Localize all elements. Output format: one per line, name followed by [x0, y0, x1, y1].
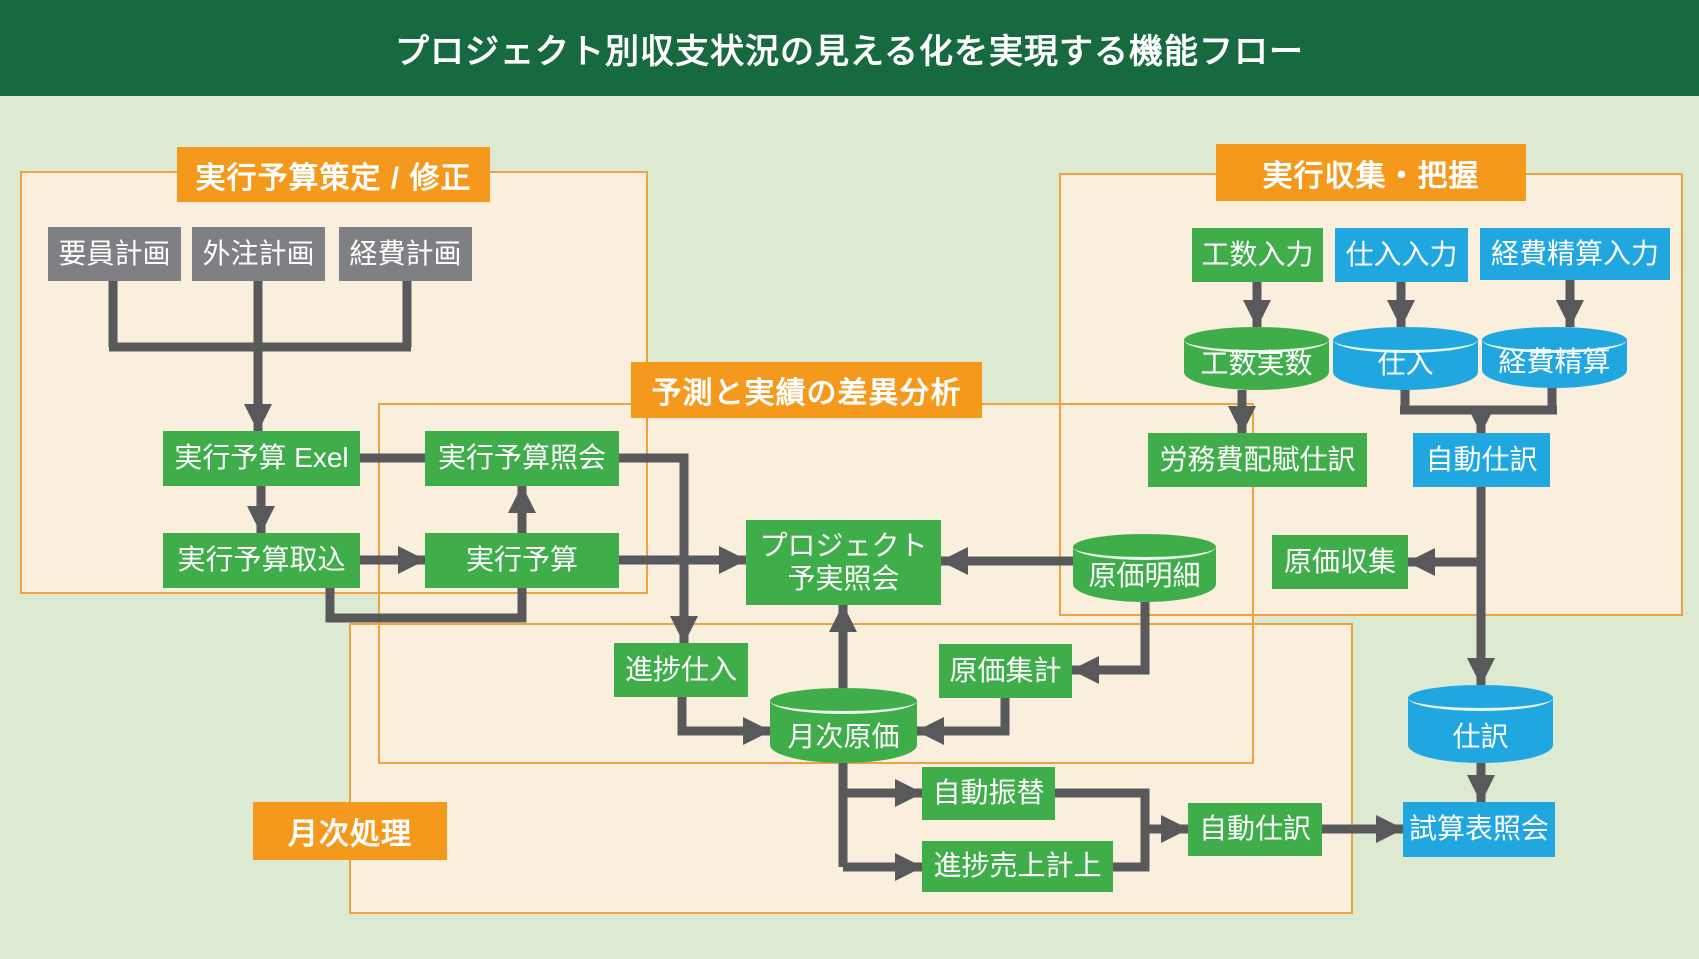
node-cost-aggregation: 原価集計 — [939, 644, 1072, 698]
node-auto-transfer: 自動振替 — [922, 767, 1055, 820]
node-cost-collection: 原価収集 — [1272, 535, 1408, 589]
cylinder-top — [1408, 685, 1553, 711]
node-personnel-plan: 要員計画 — [48, 227, 181, 281]
cylinder-top — [770, 688, 917, 714]
node-expense-plan: 経費計画 — [339, 227, 472, 281]
database-monthly-cost: 月次原価 — [770, 688, 917, 763]
cylinder-top — [1333, 327, 1478, 353]
node-exec-budget-inquiry: 実行予算照会 — [425, 431, 619, 486]
node-purchase-input: 仕入入力 — [1335, 228, 1468, 282]
node-trial-balance-inquiry: 試算表照会 — [1403, 802, 1555, 857]
page-title: プロジェクト別収支状況の見える化を実現する機能フロー — [395, 32, 1304, 71]
connector — [1055, 788, 1150, 872]
database-cost-detail: 原価明細 — [1073, 534, 1216, 602]
title-bar: プロジェクト別収支状況の見える化を実現する機能フロー — [0, 0, 1699, 96]
database-journal: 仕訳 — [1408, 685, 1553, 763]
section-label-variance-analysis: 予測と実績の差異分析 — [631, 362, 982, 418]
node-exec-budget: 実行予算 — [425, 533, 619, 588]
connector — [1071, 602, 1150, 684]
connector — [677, 697, 771, 745]
cylinder-top — [1184, 327, 1329, 353]
cylinder-top — [1073, 534, 1216, 560]
cylinder-top — [1482, 327, 1627, 353]
node-manhour-input: 工数入力 — [1192, 228, 1323, 282]
database-expense-settlement: 経費精算 — [1482, 327, 1627, 388]
node-project-inquiry: プロジェクト 予実照会 — [746, 520, 941, 605]
database-purchase: 仕入 — [1333, 327, 1478, 390]
section-label-actual-collection: 実行収集・把握 — [1216, 144, 1526, 201]
node-exec-budget-import: 実行予算取込 — [163, 533, 360, 588]
connector — [916, 698, 1010, 745]
node-auto-journal-monthly: 自動仕訳 — [1188, 803, 1322, 856]
connector — [108, 281, 412, 352]
database-manhour-actual: 工数実数 — [1184, 327, 1329, 390]
node-auto-journal-actual: 自動仕訳 — [1413, 433, 1550, 487]
node-expense-input: 経費精算入力 — [1480, 228, 1670, 280]
connector — [1400, 388, 1557, 415]
node-exec-budget-excel: 実行予算 Exel — [163, 431, 360, 486]
node-labor-cost-journal: 労務費配賦仕訳 — [1148, 433, 1367, 487]
node-progress-sales: 進捗売上計上 — [922, 841, 1113, 892]
connector — [325, 588, 527, 623]
section-label-budget-planning: 実行予算策定 / 修正 — [177, 147, 490, 202]
node-progress-purchase: 進捗仕入 — [614, 643, 748, 697]
connector — [619, 453, 698, 644]
section-label-monthly-processing: 月次処理 — [253, 802, 447, 860]
node-outsourcing-plan: 外注計画 — [192, 227, 325, 281]
